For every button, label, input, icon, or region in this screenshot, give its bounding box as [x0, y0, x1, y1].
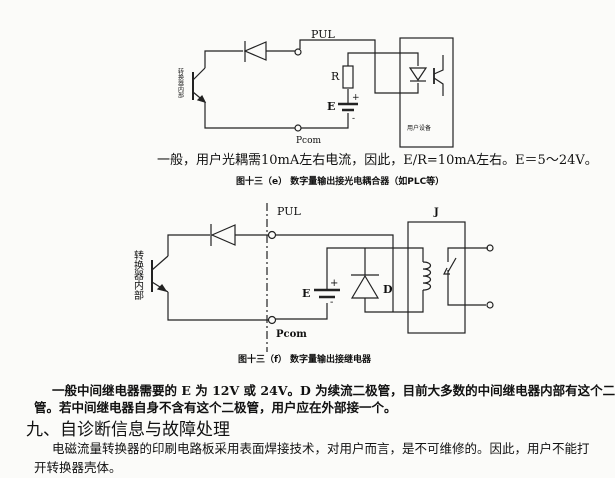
minus-label: - — [330, 297, 333, 308]
figure-e-note: 一般，用户光耦需10mA左右电流，因此，E/R=10mA左右。E＝5～24V。 — [157, 153, 598, 168]
pcom-terminal — [267, 315, 277, 325]
e-label: E — [302, 287, 310, 300]
r-label: R — [331, 70, 340, 83]
j-label: J — [433, 207, 439, 218]
minus-label: - — [352, 114, 355, 124]
flyback-diode-icon — [350, 248, 424, 313]
section-heading: 九、自诊断信息与故障处理 — [26, 420, 230, 440]
pul-label: PUL — [311, 28, 335, 41]
pcom-label: Pcom — [296, 136, 322, 146]
battery-icon — [314, 288, 340, 299]
figure-e-caption: 图十三（e） 数字量输出接光电耦合器（如PLC等） — [236, 177, 445, 187]
paragraph-2-line-1: 电磁流量转换器的印刷电路板采用表面焊接技术，对用户而言，是不可维修的。因此，用户… — [52, 441, 590, 456]
relay-coil-icon — [422, 261, 432, 291]
relay-switch-icon — [443, 247, 488, 306]
paragraph-1-line-1: 一般中间继电器需要的 E 为 12V 或 24V。D 为续流二极管，目前大多数的… — [52, 383, 615, 398]
paragraph-2-line-2: 开转换器壳体。 — [34, 460, 122, 475]
pul-terminal — [294, 48, 302, 56]
paragraph-1-line-2: 管。若中间继电器自身不含有这个二极管，用户应在外部接一个。 — [34, 400, 397, 415]
pcom-label: Pcom — [276, 329, 307, 340]
relay-output-terminal-1[interactable] — [486, 244, 494, 252]
plus-label: + — [330, 278, 338, 289]
relay-output-terminal-2[interactable] — [486, 301, 494, 309]
pul-label: PUL — [277, 205, 301, 218]
figure-f-caption: 图十三（f） 数字量输出接继电器 — [238, 355, 372, 365]
user-device-box — [399, 37, 454, 148]
diode-icon — [210, 224, 236, 246]
converter-inside-label: 转换器内部 — [132, 249, 144, 301]
optocoupler-icon — [408, 55, 444, 96]
e-label: E — [327, 100, 335, 113]
pul-terminal — [267, 230, 277, 240]
relay-box-j — [407, 221, 466, 334]
converter-inside-label: 转换器内部 — [177, 67, 184, 99]
user-device-label: 用户设备 — [407, 124, 431, 132]
plus-label: + — [352, 93, 360, 103]
d-label: D — [383, 283, 393, 296]
